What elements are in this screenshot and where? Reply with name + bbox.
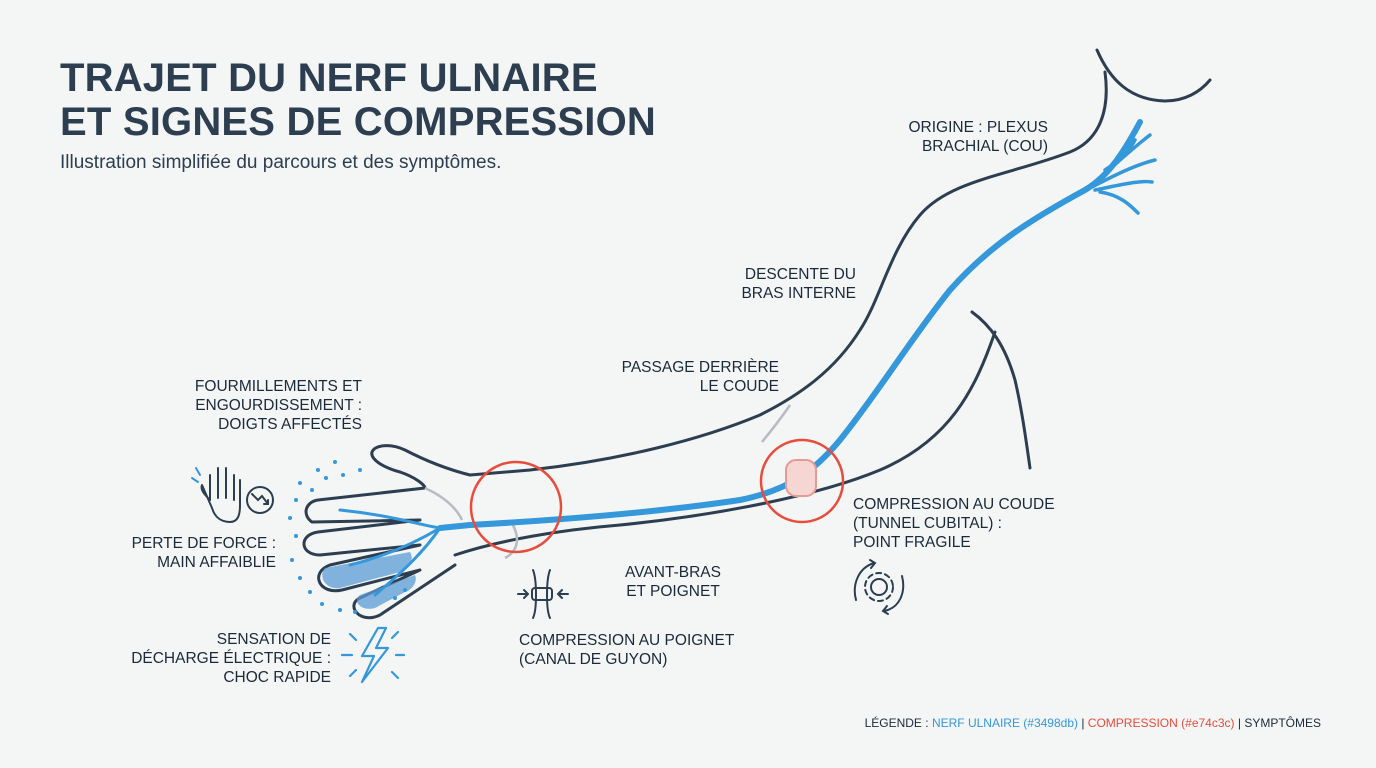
legend-nerve: NERF ULNAIRE (#3498db): [931, 716, 1078, 730]
lightning-icon: [340, 626, 406, 684]
label-weakness: PERTE DE FORCE :MAIN AFFAIBLIE: [131, 535, 276, 571]
wrist-bone: [424, 486, 464, 521]
legend-symptoms: SYMPTÔMES: [1244, 716, 1321, 730]
elbow-contour: [453, 330, 997, 557]
legend-compression: COMPRESSION (#e74c3c): [1087, 716, 1235, 730]
label-elbow-compression: COMPRESSION AU COUDE(TUNNEL CUBITAL) :PO…: [853, 496, 1055, 551]
legend-sep: |: [1078, 716, 1088, 730]
page-subtitle: Illustration simplifiée du parcours et d…: [60, 152, 502, 173]
neck-outline: [1095, 48, 1212, 103]
elbow-bone: [761, 404, 792, 443]
legend: LÉGENDE : NERF ULNAIRE (#3498db) | COMPR…: [865, 716, 1321, 730]
affected-finger-2: [356, 575, 416, 609]
legend-prefix: LÉGENDE :: [864, 716, 932, 730]
affected-finger: [322, 552, 412, 589]
arm-lower-contour: [970, 310, 1032, 470]
decline-gauge-icon: [246, 486, 274, 514]
elbow-pressure-point: [785, 459, 817, 497]
gear-cycle-icon: [853, 559, 905, 615]
tingling-dots: [288, 460, 407, 614]
legend-sep: |: [1234, 716, 1245, 730]
page-title: TRAJET DU NERF ULNAIRE ET SIGNES DE COMP…: [60, 56, 657, 144]
hand-outline: [302, 444, 472, 620]
hand-icon: [191, 467, 241, 523]
wrist-compression-icon: [517, 569, 569, 619]
hand-nerve-branches: [338, 508, 442, 597]
wrist-compression-circle: [469, 460, 563, 554]
arm-upper-contour: [468, 70, 1108, 477]
brachial-plexus-branches: [1083, 133, 1157, 215]
label-wrist-compression: COMPRESSION AU POIGNET(CANAL DE GUYON): [519, 632, 735, 668]
elbow-compression-circle: [759, 438, 845, 524]
